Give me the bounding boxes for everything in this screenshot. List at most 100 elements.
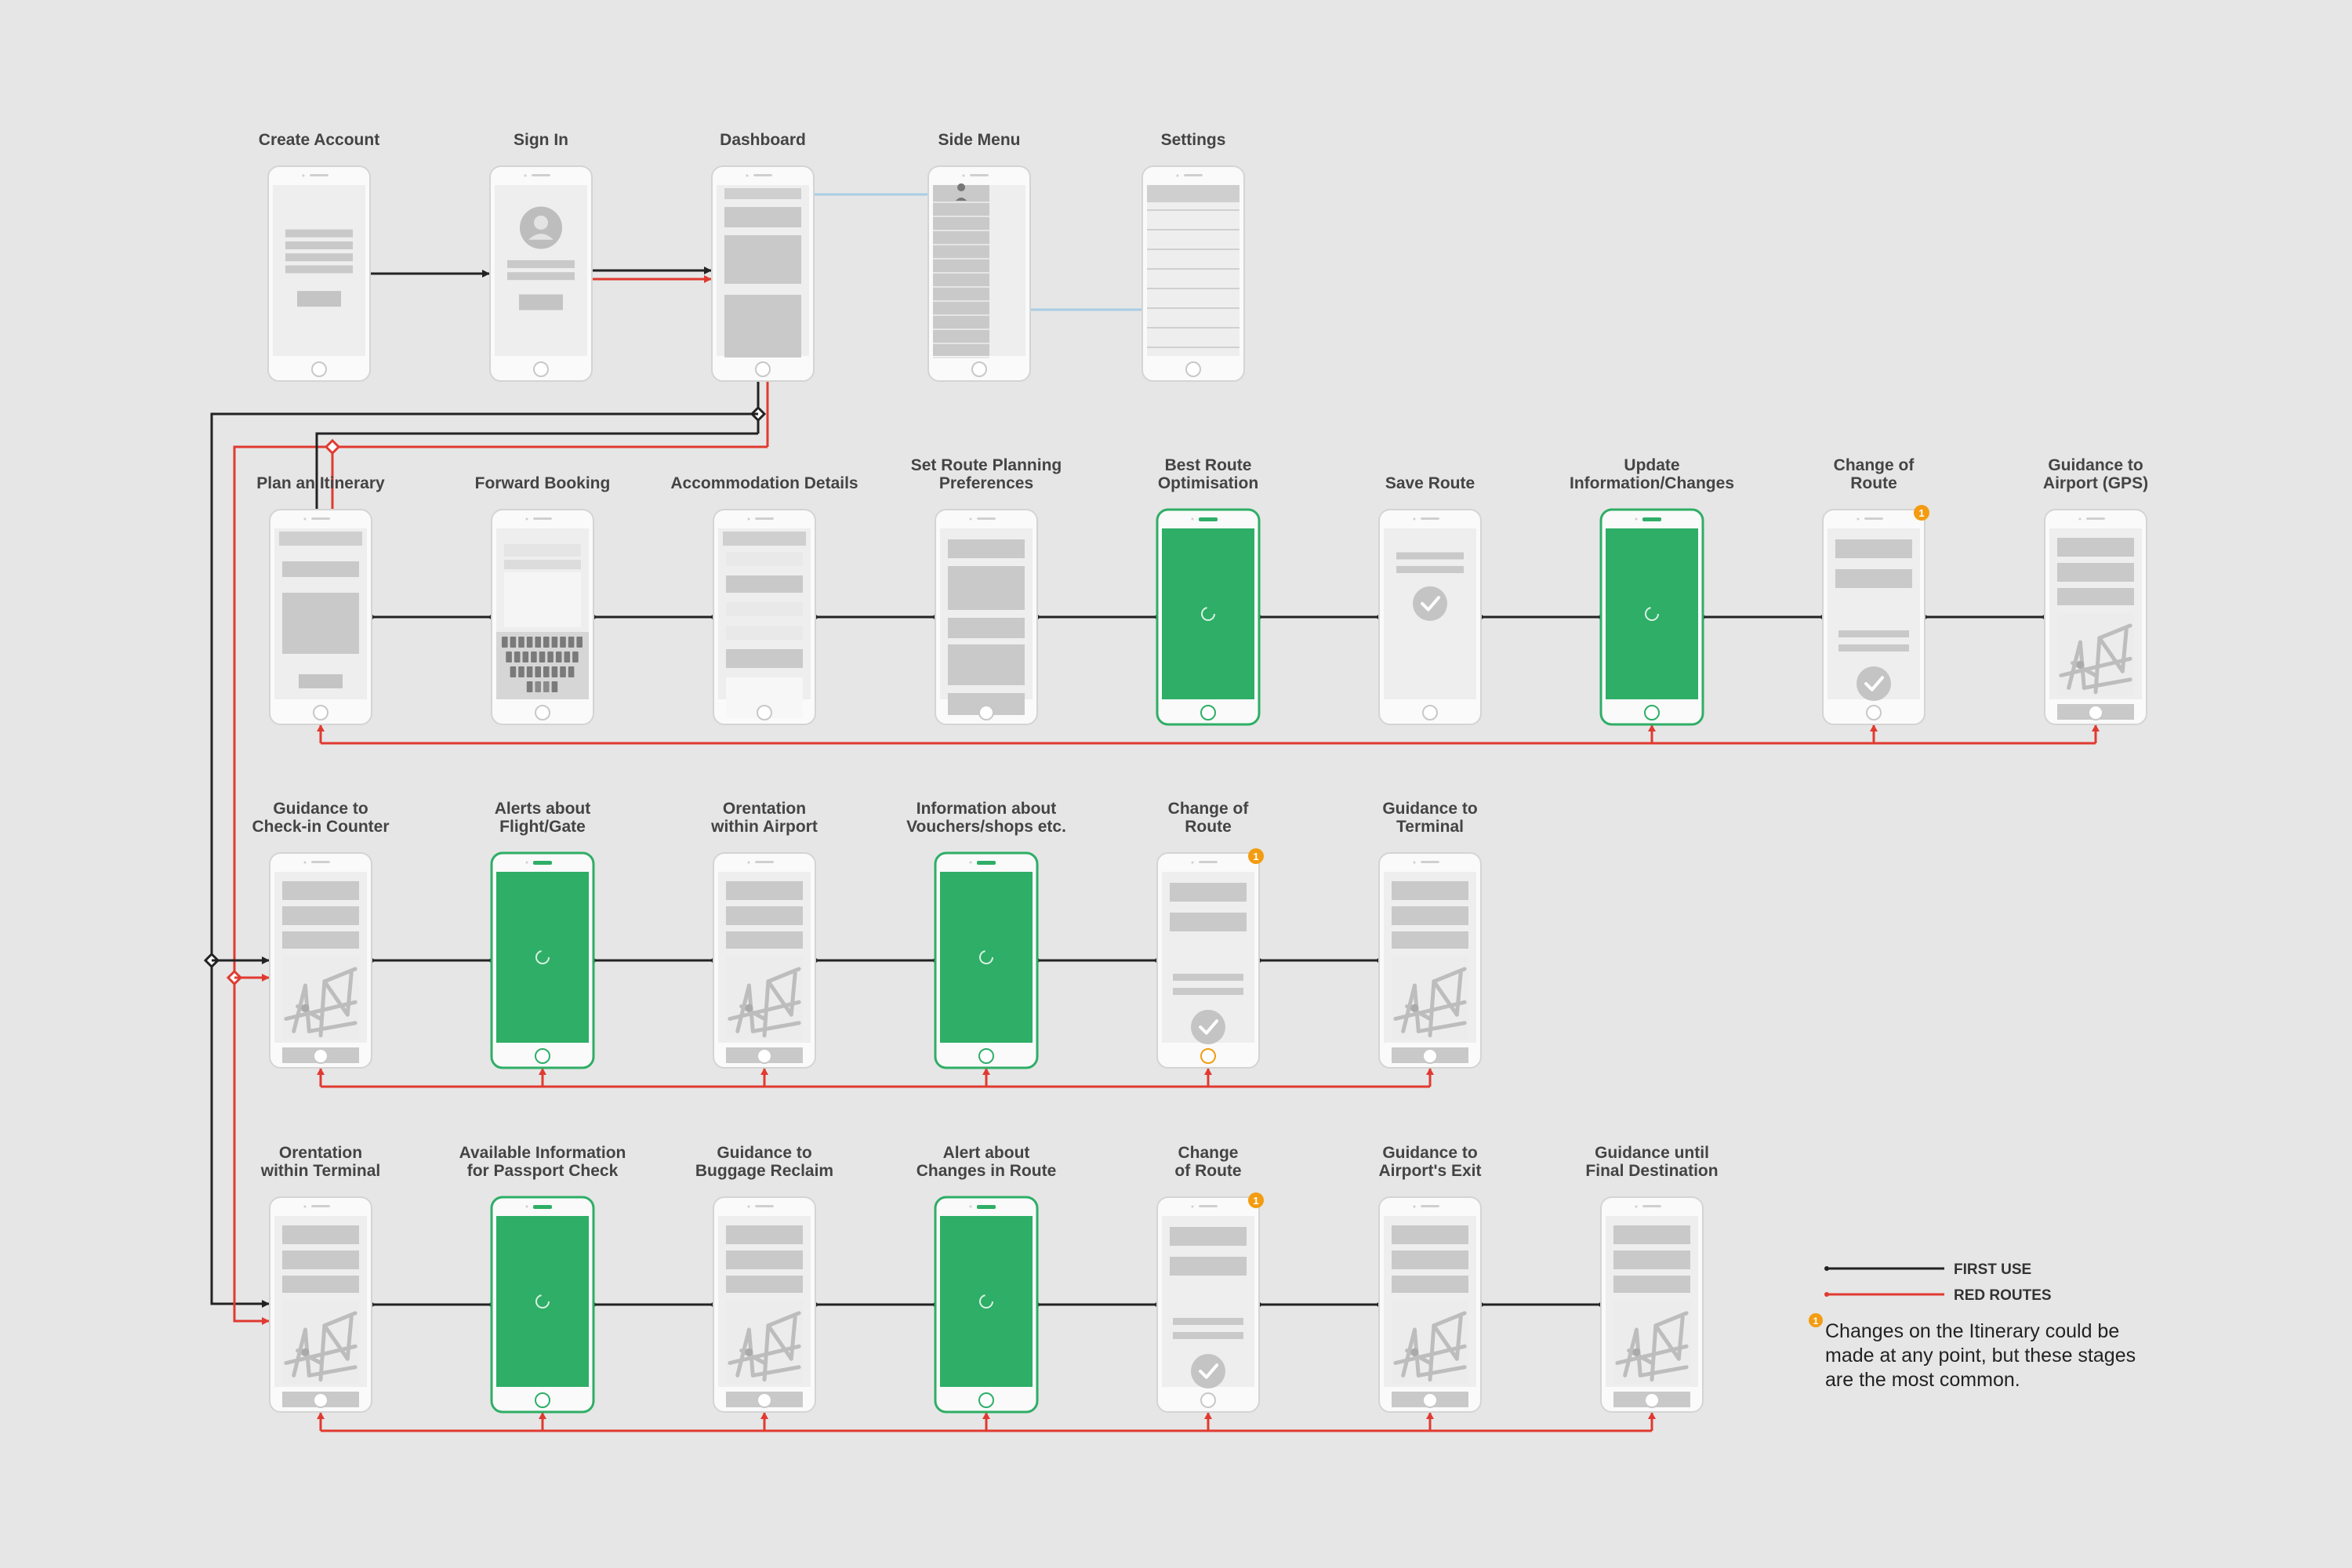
phone-speaker <box>977 861 996 865</box>
loading-spinner-icon <box>535 1294 550 1308</box>
screen-label: within Airport <box>710 818 818 836</box>
phone-screen <box>1162 528 1254 699</box>
screen-sidemenu[interactable]: Side Menu <box>927 131 1031 382</box>
arrow-icon <box>1648 1412 1656 1419</box>
arrow-icon <box>262 1300 270 1308</box>
phone-speaker <box>1199 517 1218 521</box>
screen-label: Vouchers/shops etc. <box>906 818 1066 836</box>
screen-label: Guidance to <box>1382 1144 1477 1162</box>
screen-label: Guidance to <box>2048 456 2143 474</box>
legend-red-routes-dot <box>1824 1292 1829 1297</box>
phone-speaker <box>755 1205 774 1207</box>
phone-speaker <box>1421 861 1439 863</box>
screen-save[interactable]: Save Route <box>1378 474 1482 725</box>
legend-first-use-dot <box>1824 1266 1829 1271</box>
screen-label: Guidance to <box>717 1144 811 1162</box>
screen-settings[interactable]: Settings <box>1142 131 1245 382</box>
legend: FIRST USE RED ROUTES 1 <box>1809 1261 2052 1327</box>
legend-first-use-label: FIRST USE <box>1954 1261 2031 1278</box>
home-button-icon <box>2088 705 2103 720</box>
arrow-icon <box>1204 1068 1212 1075</box>
arrow-icon <box>317 1412 325 1419</box>
badge-number: 1 <box>1253 1195 1258 1207</box>
screen-accom[interactable]: Accommodation Details <box>670 474 858 725</box>
home-button-icon <box>1422 705 1438 720</box>
phone-speaker <box>755 517 774 520</box>
screen-label: Alerts about <box>495 800 591 818</box>
home-button-icon <box>313 705 328 720</box>
arrow-icon <box>982 1068 990 1075</box>
badge-number: 1 <box>1918 507 1924 519</box>
arrow-icon <box>317 1068 325 1075</box>
screen-label: Dashboard <box>720 131 806 149</box>
loading-spinner-icon <box>979 950 993 964</box>
connector-line <box>210 412 758 1305</box>
user-icon <box>956 183 967 201</box>
screen-plan[interactable]: Plan an Itinerary <box>256 474 385 725</box>
home-button-icon <box>311 361 327 377</box>
screen-signin[interactable]: Sign In <box>489 131 593 382</box>
home-button-icon <box>1200 1392 1216 1408</box>
home-button-icon <box>1200 705 1216 720</box>
phone-screen <box>1606 528 1698 699</box>
screen-label: Route <box>1850 474 1897 492</box>
home-button-icon <box>1644 1392 1660 1408</box>
screen-label: Terminal <box>1396 818 1464 836</box>
phone-speaker <box>970 174 989 176</box>
phone-speaker <box>311 1205 330 1207</box>
connector-line <box>315 432 758 510</box>
screen-forward[interactable]: Forward Booking <box>475 474 611 725</box>
arrow-icon <box>1648 724 1656 731</box>
arrow-icon <box>1426 1412 1434 1419</box>
phone-speaker <box>1199 861 1218 863</box>
check-icon <box>1857 666 1891 701</box>
home-button-icon <box>757 1392 772 1408</box>
screen-label: Settings <box>1161 131 1226 149</box>
screen-label: Airport's Exit <box>1378 1162 1481 1180</box>
phone-speaker <box>1864 517 1883 520</box>
screen-label: Buggage Reclaim <box>695 1162 833 1180</box>
change-badge-icon: 1 <box>1914 505 1929 521</box>
arrow-icon <box>760 1412 768 1419</box>
change-badge-icon: 1 <box>1248 1192 1264 1208</box>
screen-label: Available Information <box>459 1144 626 1162</box>
screen-dashboard[interactable]: Dashboard <box>711 131 815 382</box>
screen-label: Best Route <box>1165 456 1252 474</box>
screen-label: Sign In <box>514 131 568 149</box>
phone-speaker <box>533 861 552 865</box>
arrow-icon <box>1426 1068 1434 1075</box>
arrow-icon <box>262 974 270 982</box>
home-button-icon <box>1422 1048 1438 1064</box>
phone-speaker <box>1184 174 1203 176</box>
arrow-icon <box>982 1412 990 1419</box>
arrow-icon <box>262 956 270 964</box>
loading-spinner-icon <box>535 950 550 964</box>
phone-speaker <box>977 1205 996 1209</box>
map-icon <box>726 1301 803 1384</box>
phone-speaker <box>532 174 550 176</box>
loading-spinner-icon <box>1645 607 1659 621</box>
screen-create[interactable]: Create Account <box>259 131 379 382</box>
screen-label: of Route <box>1174 1162 1241 1180</box>
screen-label: for Passport Check <box>467 1162 619 1180</box>
